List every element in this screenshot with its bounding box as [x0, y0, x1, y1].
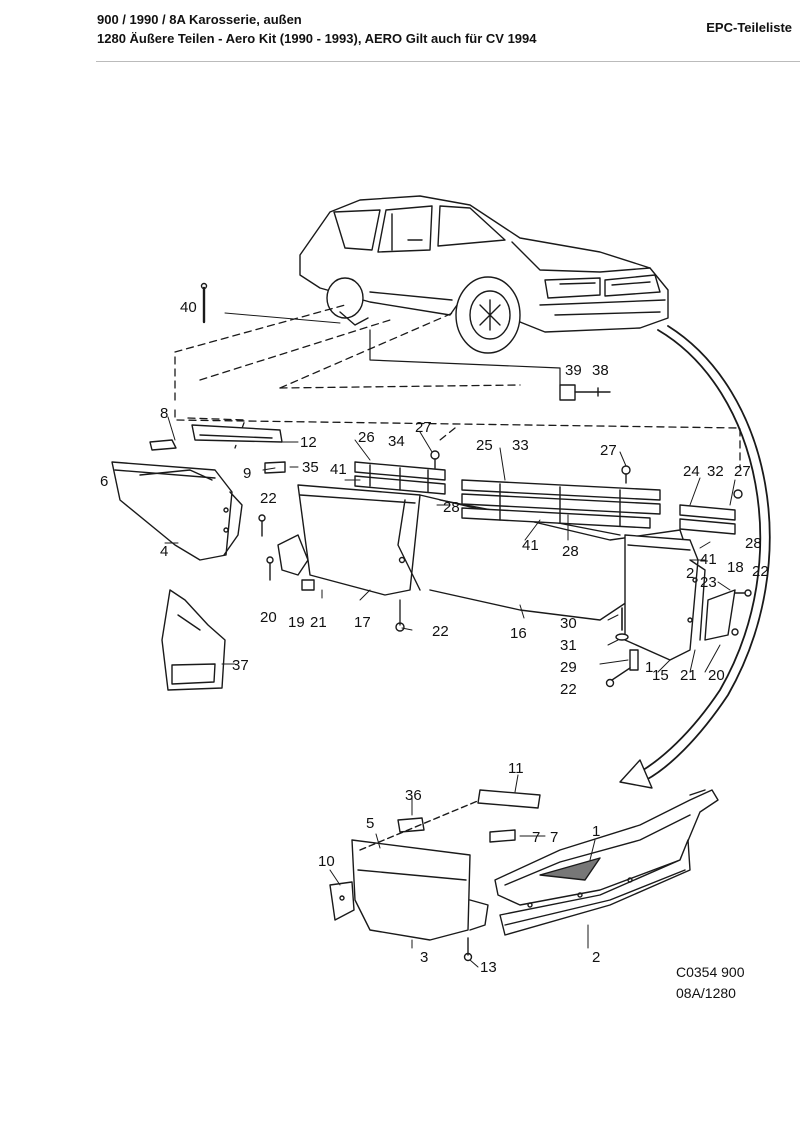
- callout-16: 16: [510, 625, 527, 642]
- part-40-rod: [200, 282, 208, 324]
- part-19-21-bracket: [258, 514, 315, 591]
- callout-13: 13: [480, 959, 497, 976]
- callout-1: 1: [592, 823, 600, 840]
- callout-2: 2: [592, 949, 600, 966]
- callout-numbers: 40 39 38 8 12 6 9 35 4 26 34 27 25 33 27…: [100, 299, 769, 976]
- callout-2-small: 2: [686, 565, 694, 582]
- callout-8: 8: [160, 405, 168, 422]
- callout-3: 3: [420, 949, 428, 966]
- callout-27-b: 27: [600, 442, 617, 459]
- callout-28-a: 28: [443, 499, 460, 516]
- callout-32: 32: [707, 463, 724, 480]
- callout-11: 11: [508, 760, 524, 777]
- callout-40: 40: [180, 299, 197, 316]
- callout-4: 4: [160, 543, 168, 560]
- assignment-lines: [174, 304, 741, 469]
- callout-26: 26: [358, 429, 375, 446]
- callout-20-b: 20: [708, 667, 725, 684]
- callout-7-b: 7: [550, 829, 558, 846]
- group-code: 08A/1280: [676, 985, 736, 1001]
- car-illustration: [299, 195, 669, 354]
- part-24-32-rail: [679, 489, 743, 535]
- part-3-5-front-corner: [329, 789, 541, 962]
- part-37-mud-flap: [161, 589, 226, 691]
- callout-9: 9: [243, 465, 251, 482]
- callout-21-b: 21: [680, 667, 697, 684]
- callout-25: 25: [476, 437, 493, 454]
- callout-18: 18: [727, 559, 744, 576]
- leader-40: [224, 312, 341, 324]
- callout-28-b: 28: [562, 543, 579, 560]
- part-1-2-front-spoiler: [494, 789, 719, 936]
- callout-17: 17: [354, 614, 371, 631]
- callout-38: 38: [592, 362, 609, 379]
- callout-21-a: 21: [310, 614, 327, 631]
- part-26-34-rail: [354, 450, 446, 495]
- callout-22-d: 22: [560, 681, 577, 698]
- callout-30: 30: [560, 615, 577, 632]
- drawing-code: C0354 900: [676, 964, 745, 980]
- callout-6: 6: [100, 473, 108, 490]
- callout-23: 23: [700, 574, 717, 591]
- part-16-17-side-skirt: [297, 484, 691, 632]
- callout-19: 19: [288, 614, 305, 631]
- header-divider: [96, 61, 800, 62]
- catalog-name: EPC-Teileliste: [706, 20, 792, 35]
- callout-12: 12: [300, 434, 317, 451]
- callout-31: 31: [560, 637, 577, 654]
- callout-24: 24: [683, 463, 700, 480]
- part-25-33-rail: [461, 465, 661, 529]
- callout-10: 10: [318, 853, 335, 870]
- callout-7-a: 7: [532, 829, 540, 846]
- callout-33: 33: [512, 437, 529, 454]
- callout-35: 35: [302, 459, 319, 476]
- callout-37: 37: [232, 657, 249, 674]
- callout-41-c: 41: [700, 551, 717, 568]
- callout-34: 34: [388, 433, 405, 450]
- callout-41-a: 41: [330, 461, 347, 478]
- callout-15: 15: [652, 667, 669, 684]
- callout-27-a: 27: [415, 419, 432, 436]
- callout-leaders: [164, 416, 736, 968]
- callout-28-c: 28: [745, 535, 762, 552]
- callout-22-b: 22: [752, 563, 769, 580]
- callout-27-c: 27: [734, 463, 751, 480]
- callout-22-a: 22: [260, 490, 277, 507]
- callout-39: 39: [565, 362, 582, 379]
- callout-20-a: 20: [260, 609, 277, 626]
- direction-arrow: [619, 325, 771, 789]
- part-38-39-bolt: [559, 384, 611, 401]
- part-15-rear-corner: [624, 534, 752, 661]
- callout-5: 5: [366, 815, 374, 832]
- leader-39: [369, 329, 561, 386]
- header-title-group: 1280 Äußere Teilen - Aero Kit (1990 - 19…: [97, 31, 537, 46]
- callout-29: 29: [560, 659, 577, 676]
- header-title-model: 900 / 1990 / 8A Karosserie, außen: [97, 12, 302, 27]
- callout-36: 36: [405, 787, 422, 804]
- part-29-31-hardware: [605, 607, 639, 688]
- callout-22-c: 22: [432, 623, 449, 640]
- callout-41-b: 41: [522, 537, 539, 554]
- callout-1-small: 1: [645, 659, 653, 676]
